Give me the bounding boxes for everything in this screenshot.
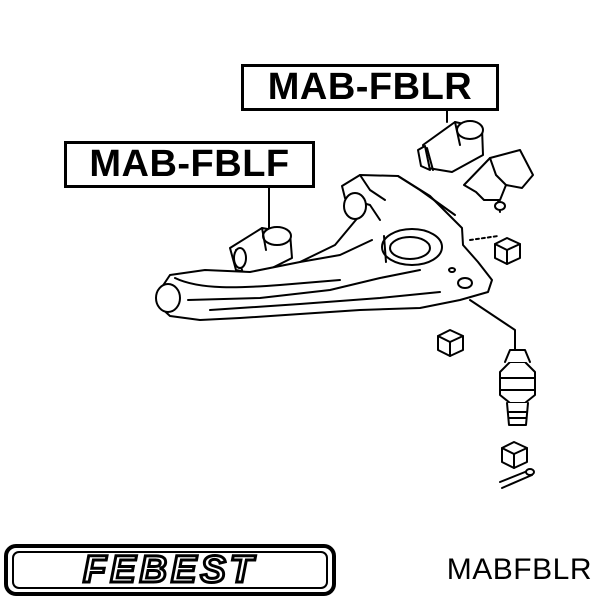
front-bushing-label-text: MAB-FBLF: [89, 143, 290, 185]
logo-wordmark: FEBEST: [83, 549, 257, 591]
rear-bushing-label-text: MAB-FBLR: [267, 66, 473, 108]
cotter-pin-part: [499, 468, 535, 489]
assembly-line: [469, 235, 499, 241]
nut-part: [494, 237, 521, 265]
front-bushing-part: [229, 226, 293, 276]
assembly-line: [469, 299, 516, 359]
ball-joint-part: [499, 349, 536, 426]
part-code: MABFBLR: [446, 553, 592, 586]
front-bushing-label: MAB-FBLF: [64, 141, 315, 188]
rear-bushing-label: MAB-FBLR: [241, 64, 499, 111]
nut-part: [437, 329, 464, 357]
nut-part: [501, 441, 528, 469]
febest-logo: FEBEST: [4, 544, 336, 596]
control-arm-part: [155, 174, 493, 321]
rear-bushing-part: [417, 120, 484, 173]
mount-bracket-part: [463, 149, 534, 213]
